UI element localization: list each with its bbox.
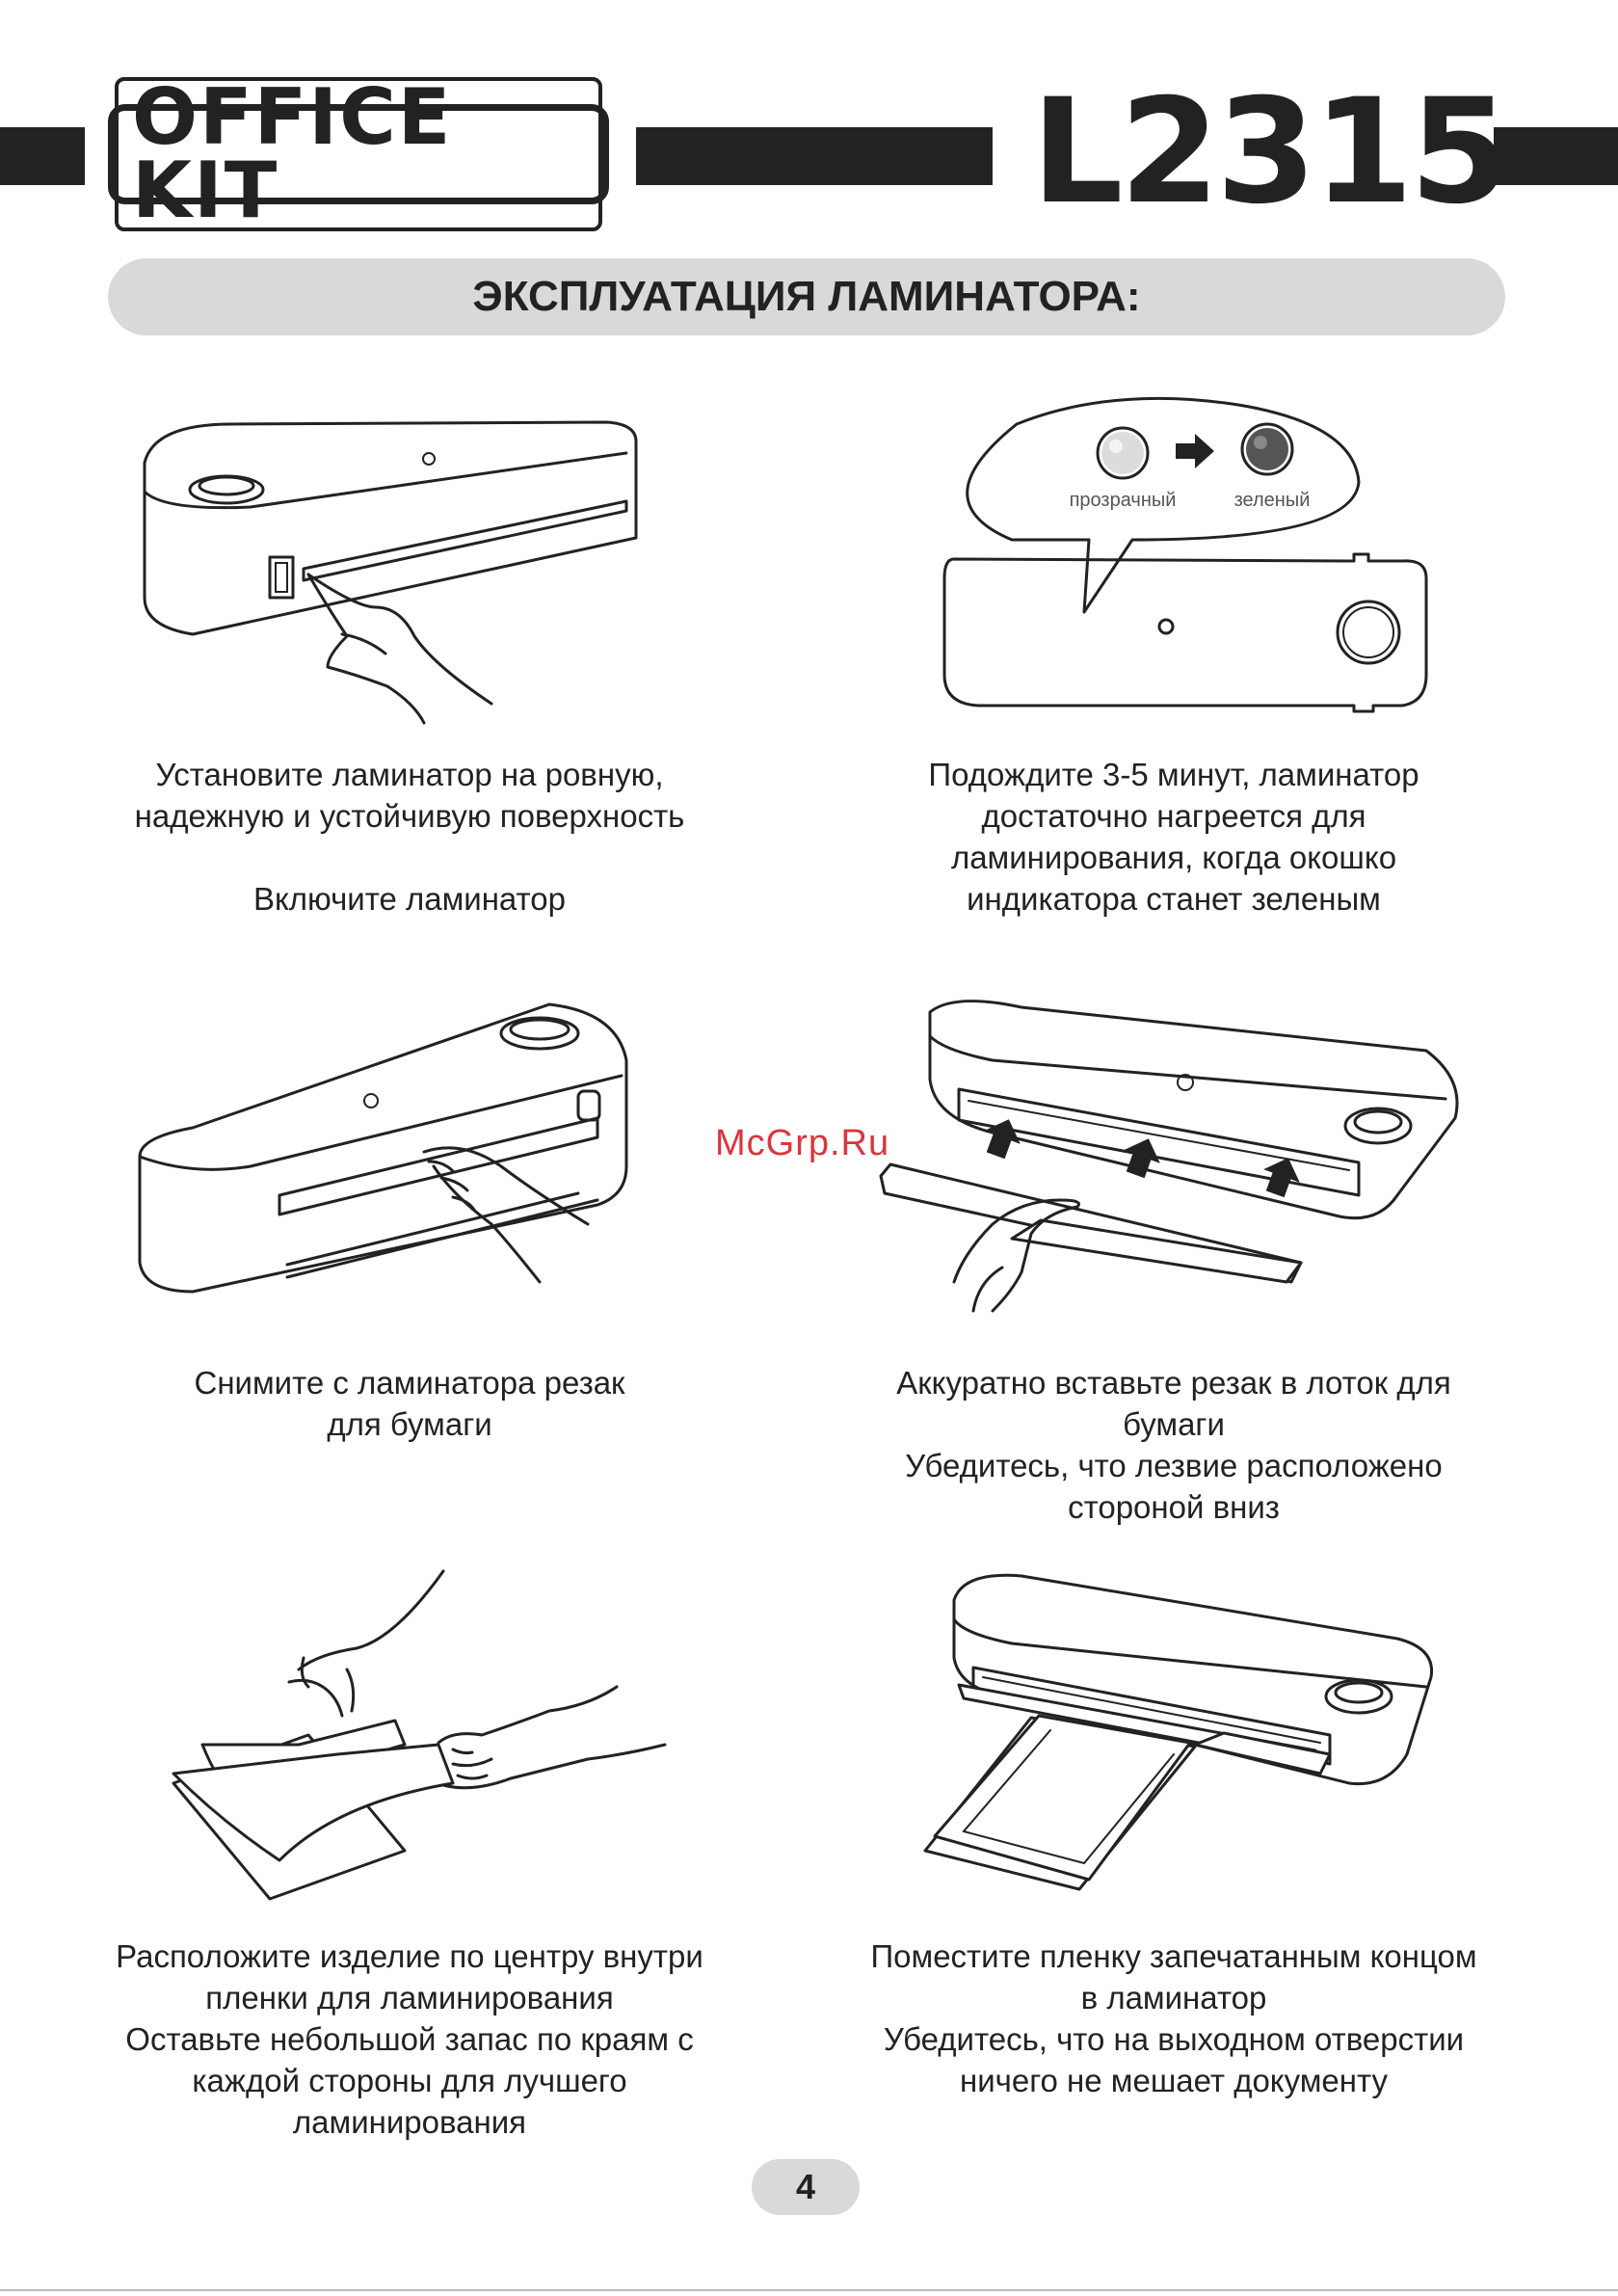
section-title: ЭКСПЛУАТАЦИЯ ЛАМИНАТОРА: — [108, 258, 1505, 335]
step2-illustration: прозрачный зеленый — [942, 396, 1428, 713]
step5-caption: Расположите изделие по центру внутри пле… — [116, 1938, 703, 2140]
model-number: L2315 — [1031, 68, 1510, 236]
step4-caption: Аккуратно вставьте резак в лоток для бум… — [896, 1365, 1451, 1525]
step2-caption: Подождите 3-5 минут, ламинатор достаточн… — [928, 757, 1419, 917]
page-number: 4 — [752, 2159, 860, 2215]
header-bar-right — [1494, 127, 1618, 185]
step3-illustration — [138, 1002, 628, 1294]
step1-illustration — [143, 420, 638, 725]
step6-caption: Поместите пленку запечатанным концом в л… — [870, 1938, 1477, 2098]
header-bar-middle — [636, 127, 993, 185]
step5-illustration — [172, 1569, 667, 1901]
footer-divider — [0, 2289, 1618, 2291]
step1-caption: Установите ламинатор на ровную, надежную… — [134, 757, 685, 917]
step4-illustration — [879, 1000, 1459, 1313]
brand-logo: OFFICE KIT — [108, 77, 609, 231]
watermark: McGrp.Ru — [715, 1123, 890, 1163]
indicator-from-label: прозрачный — [1070, 490, 1177, 511]
step3-caption: Снимите с ламинатора резак для бумаги — [194, 1365, 625, 1442]
header-bar-left — [0, 127, 85, 185]
indicator-to-label: зеленый — [1234, 490, 1311, 511]
step6-illustration — [923, 1573, 1434, 1891]
brand-logo-text: OFFICE KIT — [115, 77, 602, 231]
